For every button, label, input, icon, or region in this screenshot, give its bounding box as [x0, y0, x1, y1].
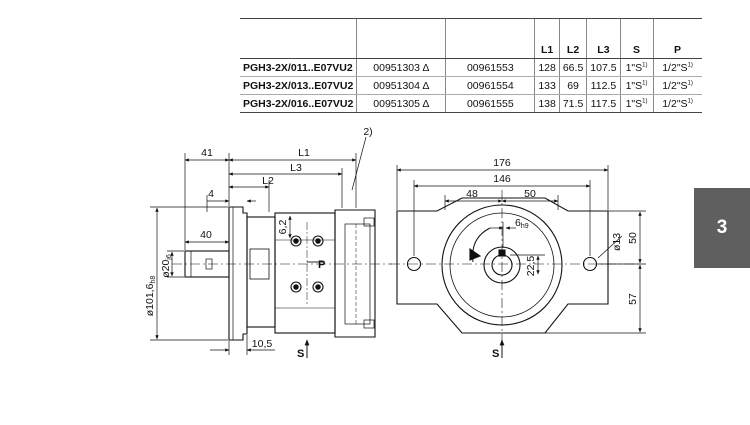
spec-table: L1 L2 L3 S P PGH3-2X/011..E07VU2 0095130… [240, 18, 702, 113]
label-22-5: 22,5 [525, 256, 537, 277]
cell-type: PGH3-2X/016..E07VU2 [240, 94, 357, 113]
cell-P: 1/2"S1) [652, 58, 702, 77]
port-S-label: S [297, 348, 304, 360]
label-176: 176 [493, 157, 511, 169]
label-50-top: 50 [524, 188, 536, 200]
section-tab: 3 [694, 188, 750, 268]
cell-L1: 133 [534, 76, 560, 95]
label-L2: L2 [262, 175, 274, 187]
label-L1: L1 [298, 147, 310, 159]
label-10-5: 10,5 [252, 338, 273, 350]
cell-L1: 138 [534, 94, 560, 113]
cell-L1: 128 [534, 58, 560, 77]
cell-P: 1/2"S1) [652, 94, 702, 113]
label-41: 41 [201, 147, 213, 159]
label-146: 146 [493, 173, 511, 185]
cell-material-2: 00961554 [445, 76, 535, 95]
cell-L2: 66.5 [558, 58, 587, 77]
cell-material-1: 00951304 Δ [356, 76, 446, 95]
cell-P: 1/2"S1) [652, 76, 702, 95]
cell-L2: 71.5 [558, 94, 587, 113]
cell-material-2: 00961553 [445, 58, 535, 77]
header-L2: L2 [558, 41, 587, 59]
cell-S: 1"S1) [619, 94, 654, 113]
label-48: 48 [466, 188, 478, 200]
header-S: S [619, 41, 654, 59]
label-L3: L3 [290, 162, 302, 174]
table-row: PGH3-2X/016..E07VU2 00951305 Δ 00961555 … [240, 94, 702, 113]
table-row: PGH3-2X/011..E07VU2 00951303 Δ 00961553 … [240, 58, 702, 77]
front-port-S-label: S [492, 348, 499, 360]
label-4: 4 [208, 188, 214, 200]
label-6-2: 6,2 [277, 220, 289, 235]
header-L3: L3 [586, 41, 621, 59]
table-header-spacer [240, 18, 702, 41]
cell-L3: 117.5 [586, 94, 621, 113]
cell-type: PGH3-2X/011..E07VU2 [240, 58, 357, 77]
cell-L3: 112.5 [586, 76, 621, 95]
cell-S: 1"S1) [619, 58, 654, 77]
label-40: 40 [200, 229, 212, 241]
label-6h9: 6h9 [515, 217, 529, 230]
note-2: 2) [363, 126, 372, 138]
label-57: 57 [627, 293, 639, 305]
cell-material-1: 00951305 Δ [356, 94, 446, 113]
cell-material-1: 00951303 Δ [356, 58, 446, 77]
label-dia-101: ø101,6h8 [144, 276, 157, 317]
front-view-dimensions [396, 165, 646, 334]
label-50-right: 50 [627, 232, 639, 244]
label-dia-13: ø13 [611, 233, 623, 251]
front-view-labels: 176 146 48 50 6h9 22,5 ø13 50 57 S [466, 157, 639, 360]
label-dia-20: ø20j6 [160, 254, 173, 278]
cell-L2: 69 [558, 76, 587, 95]
cell-type: PGH3-2X/013..E07VU2 [240, 76, 357, 95]
cell-material-2: 00961555 [445, 94, 535, 113]
front-view [390, 190, 640, 358]
side-view-dimensions [150, 136, 367, 358]
cell-L3: 107.5 [586, 58, 621, 77]
header-L1: L1 [534, 41, 560, 59]
cell-S: 1"S1) [619, 76, 654, 95]
port-P-label: P [318, 259, 325, 271]
table-row: PGH3-2X/013..E07VU2 00951304 Δ 00961554 … [240, 76, 702, 95]
table-header-row: L1 L2 L3 S P [240, 41, 702, 59]
side-view-labels: 41 L1 L3 L2 4 40 ø101,6h8 ø20j6 6,2 10,5… [144, 126, 373, 360]
side-view [172, 206, 392, 341]
header-P: P [652, 41, 702, 59]
